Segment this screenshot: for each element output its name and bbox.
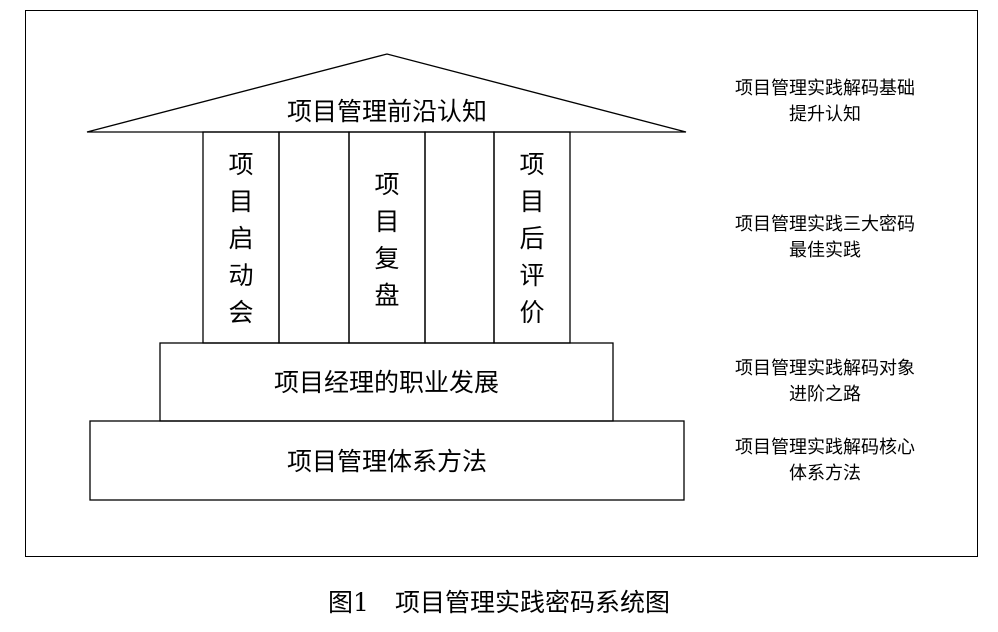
pillar-char: 会 bbox=[228, 298, 254, 327]
pillar-char: 目 bbox=[228, 187, 254, 216]
pillar-char: 项 bbox=[519, 150, 545, 179]
note-line: 项目管理实践三大密码 bbox=[735, 214, 915, 235]
note-line: 项目管理实践解码对象 bbox=[735, 358, 915, 379]
tier2-label: 项目管理体系方法 bbox=[286, 447, 487, 476]
pillar-char: 项 bbox=[374, 170, 400, 199]
figure-title: 项目管理实践密码系统图 bbox=[394, 588, 670, 617]
note-line: 项目管理实践解码基础 bbox=[735, 78, 915, 99]
pillar-project-kickoff: 项 目 启 动 会 bbox=[211, 146, 271, 331]
pillar-project-review: 项 目 复 盘 bbox=[357, 166, 417, 314]
note-line: 体系方法 bbox=[789, 463, 861, 484]
note-tier2: 项目管理实践解码核心 体系方法 bbox=[700, 435, 950, 487]
roof-label: 项目管理前沿认知 bbox=[286, 97, 487, 126]
diagram-frame bbox=[25, 10, 978, 557]
note-roof: 项目管理实践解码基础 提升认知 bbox=[700, 76, 950, 128]
note-line: 最佳实践 bbox=[789, 240, 861, 261]
pillar-char: 复 bbox=[374, 244, 400, 273]
figure-number: 图1 bbox=[328, 588, 369, 617]
note-tier1: 项目管理实践解码对象 进阶之路 bbox=[700, 356, 950, 408]
pillar-char: 价 bbox=[519, 298, 545, 327]
figure-caption: 图1 项目管理实践密码系统图 bbox=[0, 586, 998, 620]
pillar-char: 目 bbox=[374, 207, 400, 236]
note-line: 提升认知 bbox=[789, 104, 861, 125]
pillar-char: 项 bbox=[228, 150, 254, 179]
pillar-char: 目 bbox=[519, 187, 545, 216]
tier1-label: 项目经理的职业发展 bbox=[273, 368, 499, 397]
pillar-char: 盘 bbox=[374, 281, 400, 310]
pillar-char: 后 bbox=[519, 224, 545, 253]
note-line: 进阶之路 bbox=[789, 384, 861, 405]
note-pillars: 项目管理实践三大密码 最佳实践 bbox=[700, 212, 950, 264]
pillar-char: 启 bbox=[228, 224, 254, 253]
pillar-char: 评 bbox=[519, 261, 545, 290]
tier2-box bbox=[89, 420, 685, 501]
pillar-char: 动 bbox=[228, 261, 254, 290]
note-line: 项目管理实践解码核心 bbox=[735, 437, 915, 458]
pillar-gap-2-shape bbox=[424, 131, 495, 344]
pillar-gap-1-shape bbox=[278, 131, 350, 344]
pillar-post-evaluation: 项 目 后 评 价 bbox=[502, 146, 562, 331]
